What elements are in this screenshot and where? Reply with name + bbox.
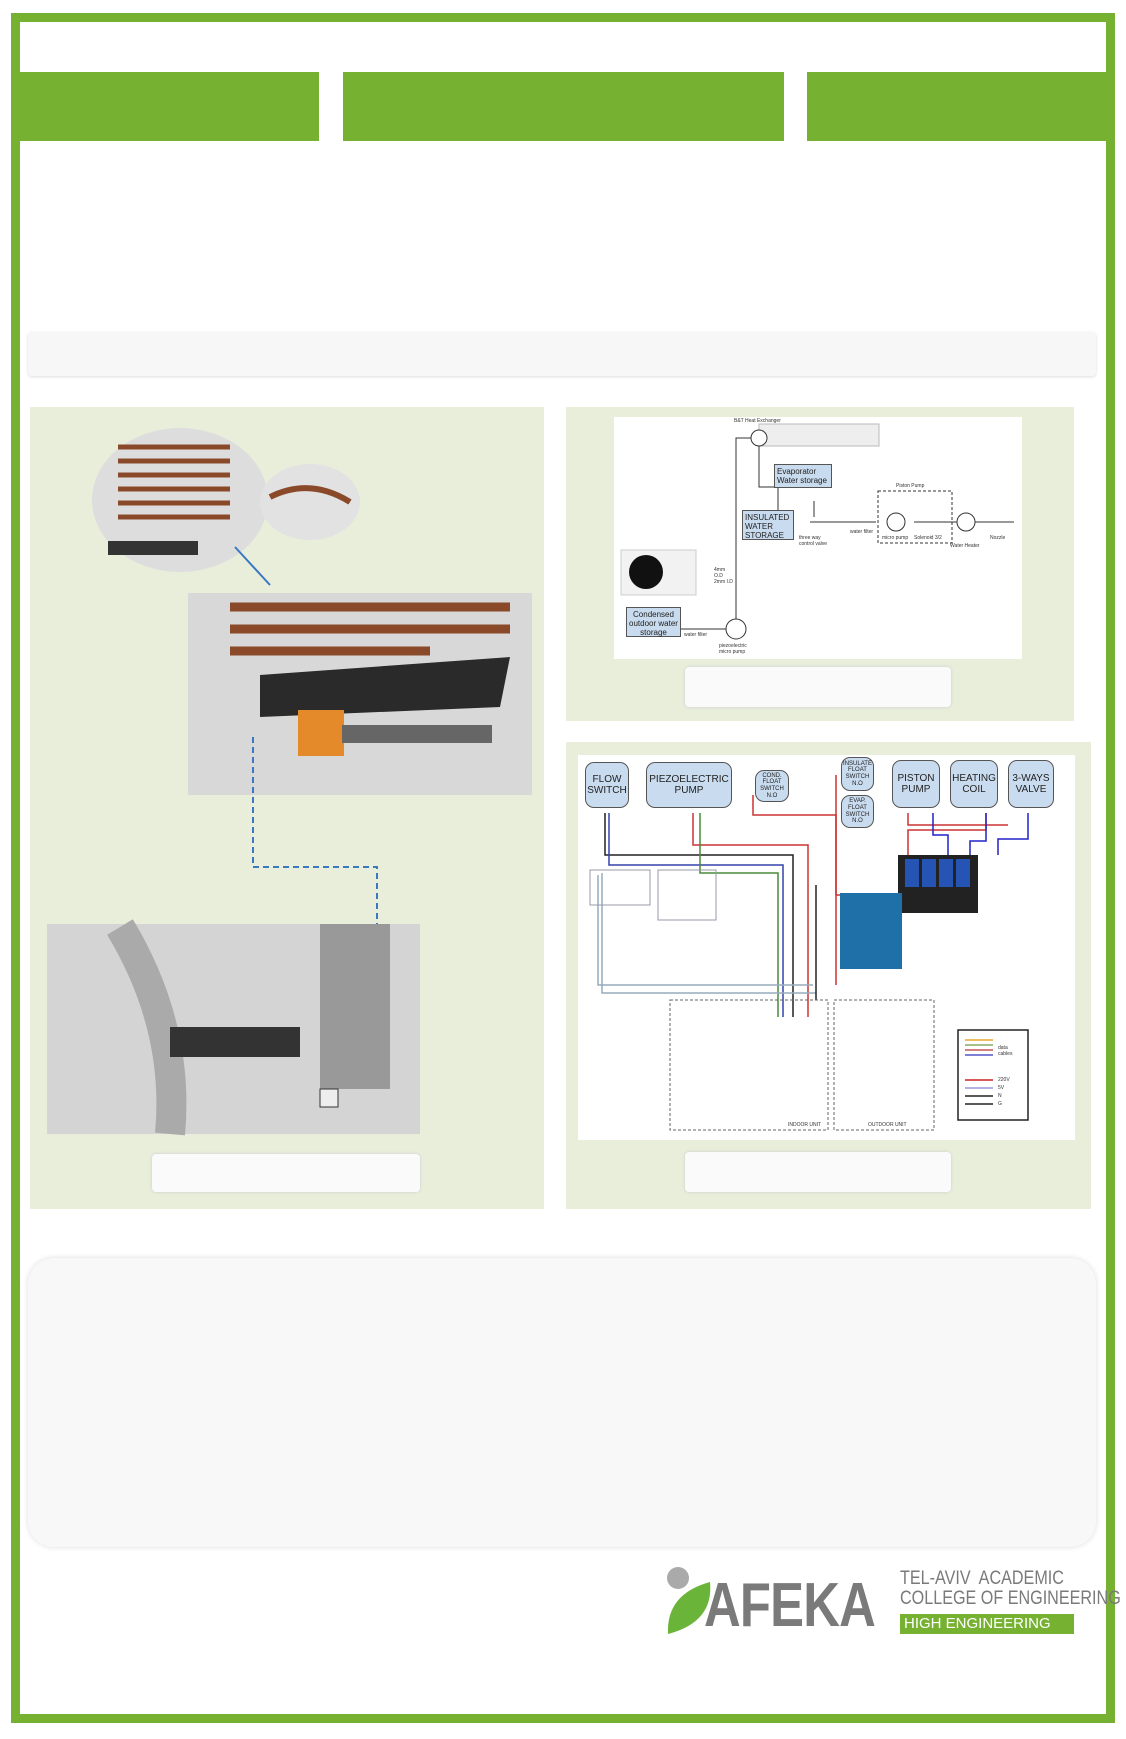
header-bar-left — [20, 72, 319, 141]
flow-switch-box: FLOW SWITCH — [585, 762, 629, 808]
piping-diagram: Evaporator Water storage INSULATED WATER… — [614, 417, 1022, 659]
outdoor-unit-label: OUTDOOR UNIT — [868, 1122, 907, 1128]
evaporator-storage-box: Evaporator Water storage — [774, 464, 832, 488]
insulated-storage-box: INSULATED WATER STORAGE — [742, 510, 794, 540]
indoor-unit-label: INDOOR UNIT — [788, 1122, 822, 1128]
condenser-render — [47, 428, 532, 1136]
legend-g: G — [998, 1101, 1002, 1107]
heating-coil-box: HEATING COIL — [950, 760, 998, 808]
legend-n: N — [998, 1093, 1002, 1099]
micro-pump-label: micro pump — [882, 535, 909, 541]
three-way-label: three way control valve — [799, 535, 828, 547]
water-filter-label-2: water filter — [684, 632, 708, 638]
legend-5v: 5V — [998, 1085, 1005, 1091]
piston-pump-box: PISTON PUMP — [892, 760, 940, 808]
nozzle-label: Nozzle — [990, 535, 1006, 541]
afeka-leaf-icon — [667, 1567, 711, 1634]
heat-exchanger-label: B&T Heat Exchanger — [734, 418, 781, 424]
tube-label: 4mm O.D 2mm I.D — [714, 567, 733, 585]
logo-line1: TEL-AVIV ACADEMIC — [900, 1568, 1064, 1589]
three-ways-valve-box: 3-WAYS VALVE — [1008, 760, 1054, 808]
insulate-float-switch-box: INSULATE FLOAT SWITCH N.O — [841, 757, 874, 791]
piezo-label: piezoelectric micro pump — [719, 643, 747, 655]
condensed-storage-box: Condensed outdoor water storage — [626, 607, 681, 637]
afeka-wordmark: AFEKA — [704, 1571, 876, 1640]
header-bar-right — [807, 72, 1107, 141]
wiring-diagram-panel: FLOW SWITCH PIEZOELECTRIC PUMP COND. FLO… — [566, 742, 1091, 1209]
figure-caption-piping — [685, 667, 951, 707]
logo-tagline: HIGH ENGINEERING — [900, 1614, 1074, 1634]
piezoelectric-pump-box: PIEZOELECTRIC PUMP — [646, 762, 732, 808]
figure-caption-left — [152, 1154, 420, 1192]
section-bar — [28, 332, 1096, 376]
piston-pump-label: Piston Pump — [896, 483, 925, 489]
afeka-logo: AFEKA TEL-AVIV ACADEMIC COLLEGE OF ENGIN… — [664, 1564, 1121, 1640]
piping-diagram-panel: Evaporator Water storage INSULATED WATER… — [566, 407, 1074, 721]
cond-float-switch-box: COND. FLOAT SWITCH N.O — [755, 770, 789, 802]
header-bar-center — [343, 72, 784, 141]
wiring-diagram: FLOW SWITCH PIEZOELECTRIC PUMP COND. FLO… — [578, 755, 1075, 1140]
water-heater-label: Water Heater — [950, 543, 980, 549]
conclusions-box — [28, 1258, 1096, 1547]
poster-frame — [11, 13, 1115, 1723]
left-figure-panel — [30, 407, 544, 1209]
figure-caption-wiring — [685, 1152, 951, 1192]
water-filter-label: water filter — [850, 529, 874, 535]
logo-line2: COLLEGE OF ENGINEERING — [900, 1588, 1121, 1609]
evap-float-switch-box: EVAP. FLOAT SWITCH N.O — [841, 795, 874, 828]
legend-data-cables: data cables — [998, 1045, 1013, 1057]
solenoid-label: Solenoid 3/2 — [914, 535, 942, 541]
legend-220v: 220V — [998, 1077, 1010, 1083]
